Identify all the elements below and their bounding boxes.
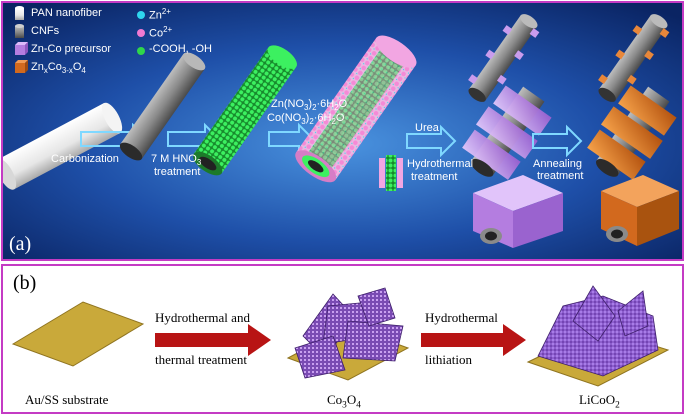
panel-a: PAN nanofiber CNFs Zn-Co precursor ZnxCo…: [1, 1, 684, 261]
pan-nanofiber: [3, 102, 123, 190]
arrow-annealing: [532, 124, 583, 158]
panel-b-letter: (b): [13, 272, 37, 294]
orange-cube-icon: [15, 60, 28, 73]
panel-b: (b) Au/SS substrate Hydrothermal and the…: [1, 264, 684, 414]
panel-a-artwork: [3, 3, 682, 259]
label-hno3-treatment: treatment: [154, 166, 201, 178]
legend-zn-co-precursor: Zn-Co precursor: [31, 43, 112, 55]
label-annealing: Annealing: [533, 158, 582, 170]
label-lithiation: lithiation: [425, 352, 472, 367]
label-hydrothermal-treatment: treatment: [411, 171, 458, 183]
panel-b-artwork: [11, 285, 670, 387]
arrow-red-2: [421, 324, 526, 356]
oxide-nanosheets: [587, 85, 677, 180]
legend-functional-groups: -COOH, -OH: [149, 43, 212, 55]
label-licoo2: LiCoO2: [579, 392, 620, 411]
legend-zn-ion: Zn2+: [149, 7, 171, 22]
cnf-fiber: [119, 52, 206, 161]
ion-adsorbed-cnf: [295, 35, 417, 183]
legend-pan-nanofiber: PAN nanofiber: [31, 7, 102, 19]
label-annealing-treatment: treatment: [537, 170, 584, 182]
label-thermal-treatment: thermal treatment: [155, 352, 248, 367]
precursor-cubes: [473, 175, 563, 248]
co3o4-structure: [286, 287, 410, 381]
label-co-nitrate: Co(NO3)2·6H2O: [267, 112, 345, 127]
functionalized-cnf: [193, 45, 297, 176]
label-urea: Urea: [415, 122, 439, 134]
label-hydrothermal-2: Hydrothermal: [425, 310, 498, 325]
pink-sphere-icon: [137, 29, 145, 37]
label-zn-nitrate: Zn(NO3)2·6H2O: [271, 98, 348, 113]
legend-zncoo-oxide: ZnxCo3-xO4: [31, 61, 86, 76]
label-hydrothermal-and: Hydrothermal and: [155, 310, 250, 325]
white-cylinder-icon: [15, 6, 24, 20]
arrow-red-1: [155, 324, 271, 356]
label-hydrothermal: Hydrothermal: [407, 158, 474, 170]
panel-a-letter: (a): [9, 233, 32, 255]
purple-cube-icon: [15, 42, 28, 55]
label-au-ss-substrate: Au/SS substrate: [25, 392, 109, 407]
gray-cylinder-icon: [15, 24, 24, 38]
au-ss-substrate: [11, 301, 145, 367]
licoo2-structure: [526, 285, 670, 387]
oxide-cubes: [601, 175, 679, 246]
label-co3o4: Co3O4: [327, 392, 361, 411]
legend-cnfs: CNFs: [31, 25, 60, 37]
arrow-hydrothermal: [406, 124, 457, 158]
oxide-nanowires: [598, 14, 670, 102]
ion-segment-detail: [379, 155, 403, 191]
legend-co-ion: Co2+: [149, 25, 173, 40]
cyan-sphere-icon: [137, 11, 145, 19]
label-carbonization: Carbonization: [51, 153, 119, 165]
green-sphere-icon: [137, 47, 145, 55]
precursor-nanowires: [468, 14, 540, 102]
precursor-nanosheets: [462, 85, 552, 180]
label-hno3: 7 M HNO3: [151, 153, 202, 168]
